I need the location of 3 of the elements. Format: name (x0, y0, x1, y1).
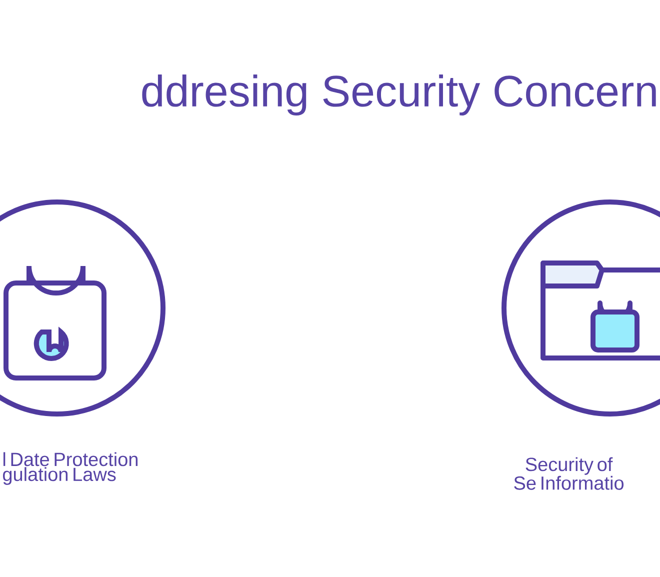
caption: l Date Protection gulation Laws (3, 452, 138, 485)
title: ddresing Security Concern (142, 74, 656, 116)
caption: Security of Se Informatio (514, 457, 624, 490)
